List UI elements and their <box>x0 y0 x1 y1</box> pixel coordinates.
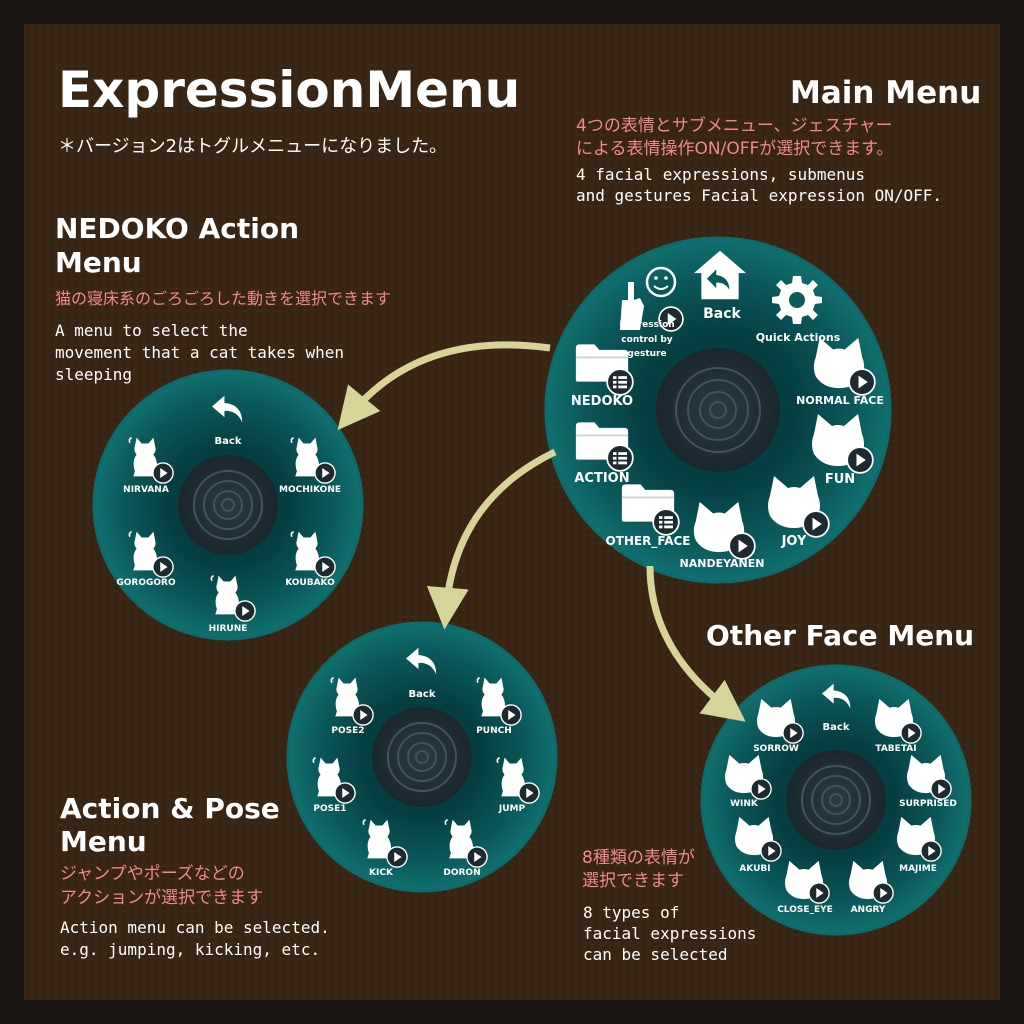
nedoko-back-label: Back <box>215 436 242 447</box>
joy-label: JOY <box>781 534 807 549</box>
nedoko-en-1: A menu to select the <box>55 321 248 340</box>
hirune-label: HIRUNE <box>209 624 248 634</box>
fun-label: FUN <box>825 472 855 487</box>
arrow-to-nedoko <box>337 341 551 431</box>
gear-icon[interactable] <box>772 276 822 324</box>
pose2-label: POSE2 <box>331 726 364 736</box>
tabetai-label: TABETAI <box>875 744 916 754</box>
action-jp-2: アクションが選択できます <box>60 888 264 908</box>
main-menu-en-2: and gestures Facial expression ON/OFF. <box>576 186 943 205</box>
other-back-label: Back <box>823 722 850 733</box>
other-face-label: OTHER_FACE <box>606 534 691 549</box>
gesture-label-3: gesture <box>627 349 666 359</box>
action-menu-circle <box>286 621 558 893</box>
main-back-label: Back <box>703 306 741 322</box>
other-face-jp-1: 8種類の表情が <box>582 848 695 868</box>
angry-label: ANGRY <box>851 905 886 915</box>
arrow-to-other-face <box>646 565 746 722</box>
action-jp-1: ジャンプやポーズなどの <box>60 864 245 884</box>
normal-face-label: NORMAL FACE <box>796 394 884 407</box>
action-heading-2: Menu <box>60 825 147 858</box>
wink-label: WINK <box>730 799 759 809</box>
majime-label: MAJIME <box>899 864 937 874</box>
page-subtitle: ＊バージョン2はトグルメニューになりました。 <box>58 136 448 157</box>
nandeyanen-label: NANDEYANEN <box>680 557 765 570</box>
main-quick-label: Quick Actions <box>756 331 841 344</box>
mochikone-label: MOCHIKONE <box>279 485 341 495</box>
action-back-label: Back <box>409 689 436 700</box>
nedoko-en-3: sleeping <box>55 365 133 384</box>
page-title: ExpressionMenu <box>58 61 521 119</box>
pose1-label: POSE1 <box>313 804 346 814</box>
action-label: ACTION <box>574 471 629 486</box>
gesture-label-2: control by <box>621 335 673 345</box>
gesture-label-1: Expression <box>619 320 674 330</box>
main-menu-heading: Main Menu <box>790 75 982 111</box>
close-eye-label: CLOSE_EYE <box>777 905 833 915</box>
action-heading-1: Action & Pose <box>60 792 280 825</box>
main-menu-jp-2: による表情操作ON/OFFが選択できます。 <box>576 139 894 159</box>
surprised-label: SURPRISED <box>899 799 957 809</box>
other-face-en-3: can be selected <box>583 945 728 964</box>
other-face-en-1: 8 types of <box>583 903 680 922</box>
action-en-2: e.g. jumping, kicking, etc. <box>60 940 321 959</box>
main-menu-en-1: 4 facial expressions, submenus <box>576 165 865 184</box>
action-en-1: Action menu can be selected. <box>60 918 330 937</box>
akubi-label: AKUBI <box>739 864 770 874</box>
nedoko-jp: 猫の寝床系のごろごろした動きを選択できます <box>55 289 392 308</box>
koubako-label: KOUBAKO <box>285 578 335 588</box>
nedoko-en-2: movement that a cat takes when <box>55 343 344 362</box>
kick-label: KICK <box>369 868 394 878</box>
doron-label: DORON <box>443 868 480 878</box>
nedoko-heading-1: NEDOKO Action <box>55 212 300 245</box>
gesture-icon[interactable] <box>620 266 684 332</box>
main-menu-jp-1: 4つの表情とサブメニュー、ジェスチャー <box>576 116 893 136</box>
nedoko-label: NEDOKO <box>571 394 633 409</box>
sorrow-label: SORROW <box>753 744 799 754</box>
punch-label: PUNCH <box>476 726 512 736</box>
gorogoro-label: GOROGORO <box>116 578 176 588</box>
nedoko-heading-2: Menu <box>55 246 142 279</box>
arrow-to-action <box>426 448 557 630</box>
nirvana-label: NIRVANA <box>123 485 169 495</box>
other-face-en-2: facial expressions <box>583 924 757 943</box>
other-face-jp-2: 選択できます <box>582 871 684 891</box>
jump-label: JUMP <box>498 804 526 814</box>
other-face-heading: Other Face Menu <box>706 619 975 652</box>
